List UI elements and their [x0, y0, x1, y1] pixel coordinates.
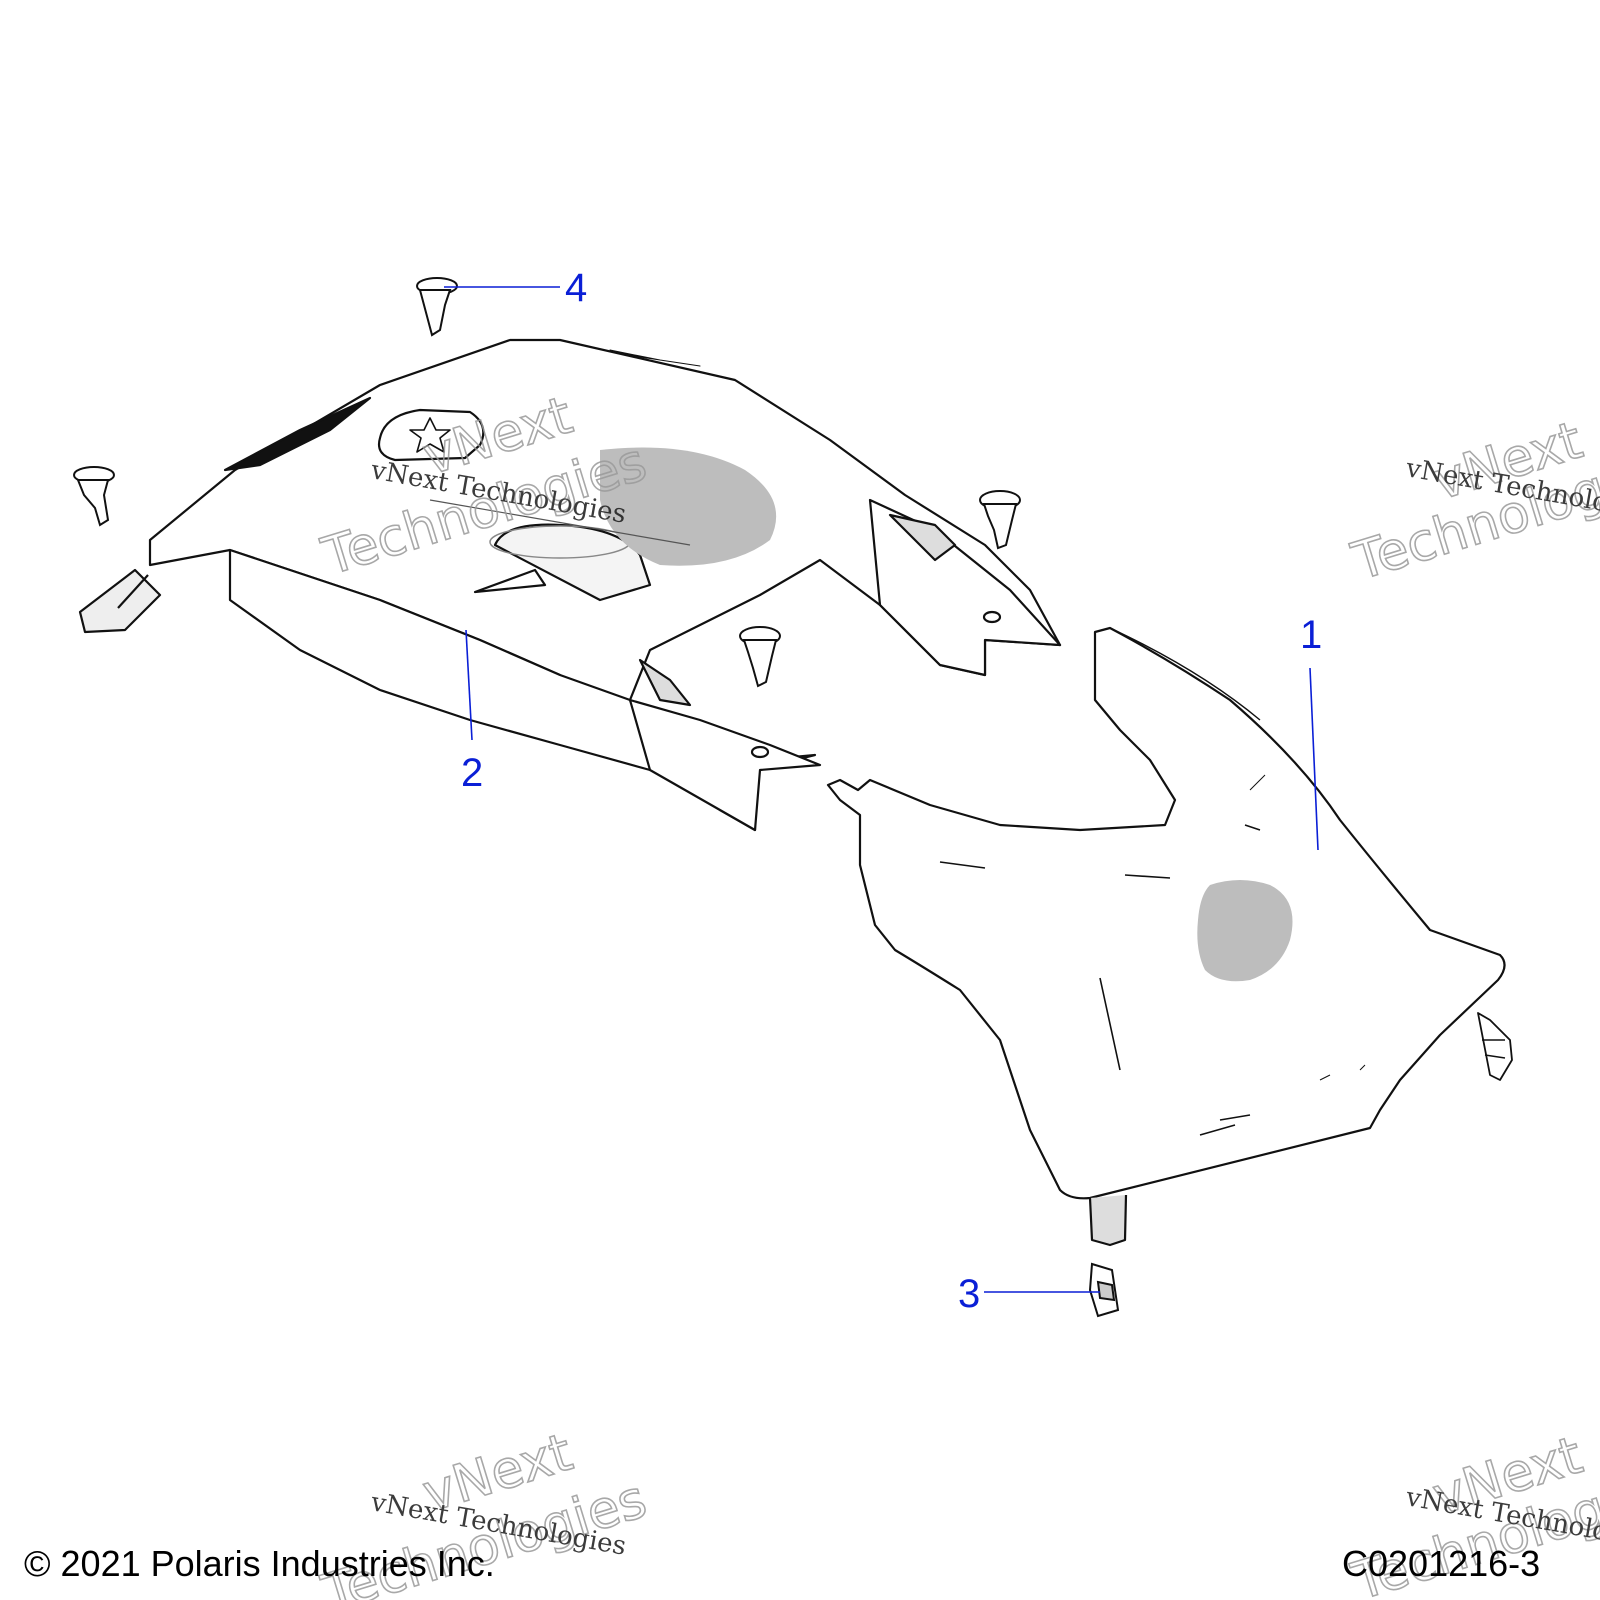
- part-2-upper-panel: [78, 338, 1062, 832]
- callout-4: 4: [565, 266, 587, 310]
- copyright-notice: © 2021 Polaris Industries Inc.: [24, 1543, 495, 1584]
- leader-line-1: [1309, 667, 1319, 851]
- push-rivet-right: [979, 490, 1021, 550]
- push-rivet-left: [73, 466, 115, 527]
- figure-number: C0201216-3: [1342, 1543, 1541, 1584]
- push-rivet-center: [739, 626, 781, 688]
- callout-3: 3: [958, 1272, 980, 1316]
- push-rivet-4-top: [416, 277, 458, 337]
- clip-part-3: [1088, 1262, 1120, 1318]
- leader-lines: [444, 286, 1319, 1293]
- callout-2: 2: [461, 751, 483, 795]
- callout-1: 1: [1300, 613, 1322, 657]
- part-1-lower-panel: [826, 626, 1513, 1247]
- leader-line-2: [465, 629, 473, 741]
- watermark-top-right: vNext Technologies vNext Technologies: [1345, 410, 1600, 594]
